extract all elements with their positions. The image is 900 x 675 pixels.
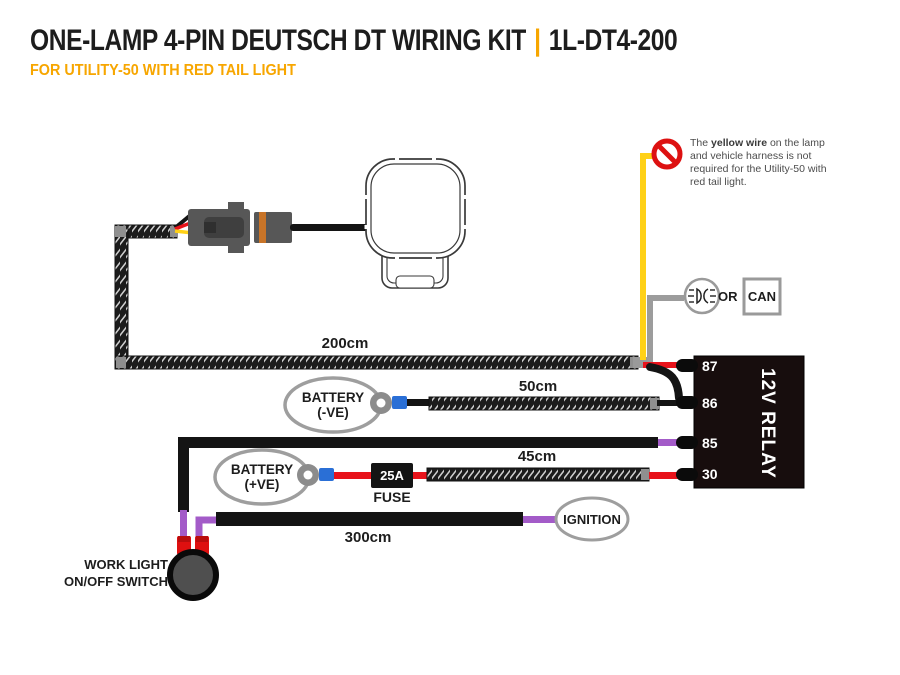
page-subtitle: FOR UTILITY-50 WITH RED TAIL LIGHT: [30, 62, 296, 79]
relay-pin-30: [676, 468, 698, 481]
relay-pin-label-30: 30: [702, 466, 718, 482]
connector-seal-orange: [259, 212, 266, 243]
blue-crimp: [392, 396, 407, 409]
battery-negative-line2: (-VE): [317, 405, 349, 420]
blue-crimp: [319, 468, 334, 481]
battery-positive-line2: (+VE): [244, 477, 280, 492]
braid-corner-cap: [115, 226, 126, 237]
connector-male-notch: [204, 222, 216, 233]
lamp-trim-notches: [364, 157, 467, 260]
battery-negative-line1: BATTERY: [301, 390, 365, 405]
work-switch-label: WORK LIGHT ON/OFF SWITCH: [56, 556, 168, 590]
red-wire-pin87: [643, 362, 685, 368]
red-crimp-band: [178, 536, 190, 542]
ignition-ellipse: [554, 496, 630, 542]
red-wire: [334, 472, 373, 479]
red-crimp-band: [196, 536, 208, 542]
relay-name-label: 12V RELAY: [757, 367, 778, 479]
lamp-icon: [364, 157, 467, 289]
braid-bottom-segment: [114, 355, 639, 370]
ignition-branch: [195, 496, 630, 542]
length-50cm: 50cm: [518, 378, 558, 395]
black-wire: [407, 399, 431, 406]
note-prefix: The: [690, 137, 712, 149]
black-wire: [657, 400, 681, 406]
length-300cm: 300cm: [344, 529, 392, 546]
relay-pin-86: [676, 396, 698, 409]
title-separator: |: [534, 24, 541, 57]
connector-tab-top: [228, 202, 244, 212]
page-title: ONE-LAMP 4-PIN DEUTSCH DT WIRING KIT|1L-…: [30, 24, 678, 58]
black-wire-pin86: [646, 363, 683, 402]
braid-50cm: [428, 396, 660, 411]
work-switch-line1: WORK LIGHT: [84, 557, 168, 572]
note-suffix: on the lamp and vehicle harness is not r…: [690, 137, 827, 188]
fuse-label: FUSE: [373, 489, 411, 505]
braid-45cm: [426, 467, 650, 482]
ring-terminal-hole: [303, 470, 313, 480]
yellow-wire-note: The yellow wire on the lamp and vehicle …: [690, 137, 830, 189]
braid-end-cap: [650, 398, 659, 409]
fuse-box: [371, 463, 413, 488]
lamp-harness-braid: [114, 224, 643, 370]
title-main: ONE-LAMP 4-PIN DEUTSCH DT WIRING KIT: [30, 24, 526, 57]
deutsch-dt-connector: [188, 202, 368, 253]
relay-pin-87: [676, 359, 698, 372]
braid-end-cap: [170, 226, 178, 237]
relay: [676, 355, 805, 489]
battery-negative-label: BATTERY (-VE): [288, 390, 378, 420]
length-45cm: 45cm: [517, 448, 557, 465]
can-label: CAN: [747, 289, 777, 304]
harness-junction-cap: [633, 357, 647, 368]
relay-pin-label-87: 87: [702, 358, 718, 374]
or-label: OR: [718, 289, 738, 304]
purple-wire-to-switch: [180, 510, 187, 542]
ignition-label: IGNITION: [563, 512, 621, 527]
relay-pin-label-85: 85: [702, 435, 718, 451]
battery-positive-line1: BATTERY: [230, 462, 294, 477]
black-wire-300cm: [216, 512, 523, 526]
black-wire-85-run: [178, 437, 658, 448]
braid-corner-cap: [116, 357, 126, 368]
black-wire-85-drop: [178, 437, 189, 512]
red-wire-pin30: [649, 472, 681, 479]
lamp-body-inner: [370, 163, 461, 254]
braid-end-cap: [641, 469, 649, 480]
work-light-switch: [167, 536, 219, 601]
braid-vertical-segment: [114, 224, 129, 370]
battery-positive-branch: [213, 448, 681, 506]
length-200cm: 200cm: [321, 335, 369, 352]
battery-negative-branch: [283, 376, 681, 434]
fuse-rating: 25A: [380, 468, 404, 483]
lamp-cable: [290, 224, 368, 231]
lamp-bracket-foot: [395, 275, 435, 289]
connector-tab-bottom: [228, 243, 244, 253]
purple-wire-from-switch: [195, 516, 218, 542]
prohibited-icon: [651, 138, 683, 170]
battery-positive-label: BATTERY (+VE): [217, 462, 307, 492]
switch-branch: [178, 437, 682, 542]
relay-pin-label-86: 86: [702, 395, 718, 411]
gray-wire-headlight: [647, 295, 684, 362]
title-product-code: 1L-DT4-200: [548, 24, 678, 57]
purple-wire-to-ignition: [523, 516, 558, 523]
work-switch-line2: ON/OFF SWITCH: [64, 574, 168, 589]
can-box: [742, 277, 782, 316]
purple-wire-pin85: [646, 439, 682, 446]
headlight-icon: [683, 277, 721, 315]
relay-pin-85: [676, 436, 698, 449]
switch-button: [167, 549, 219, 601]
red-wire: [413, 472, 427, 479]
ring-terminal-hole: [376, 398, 386, 408]
note-bold: yellow wire: [711, 137, 768, 149]
relay-body: [693, 355, 805, 489]
